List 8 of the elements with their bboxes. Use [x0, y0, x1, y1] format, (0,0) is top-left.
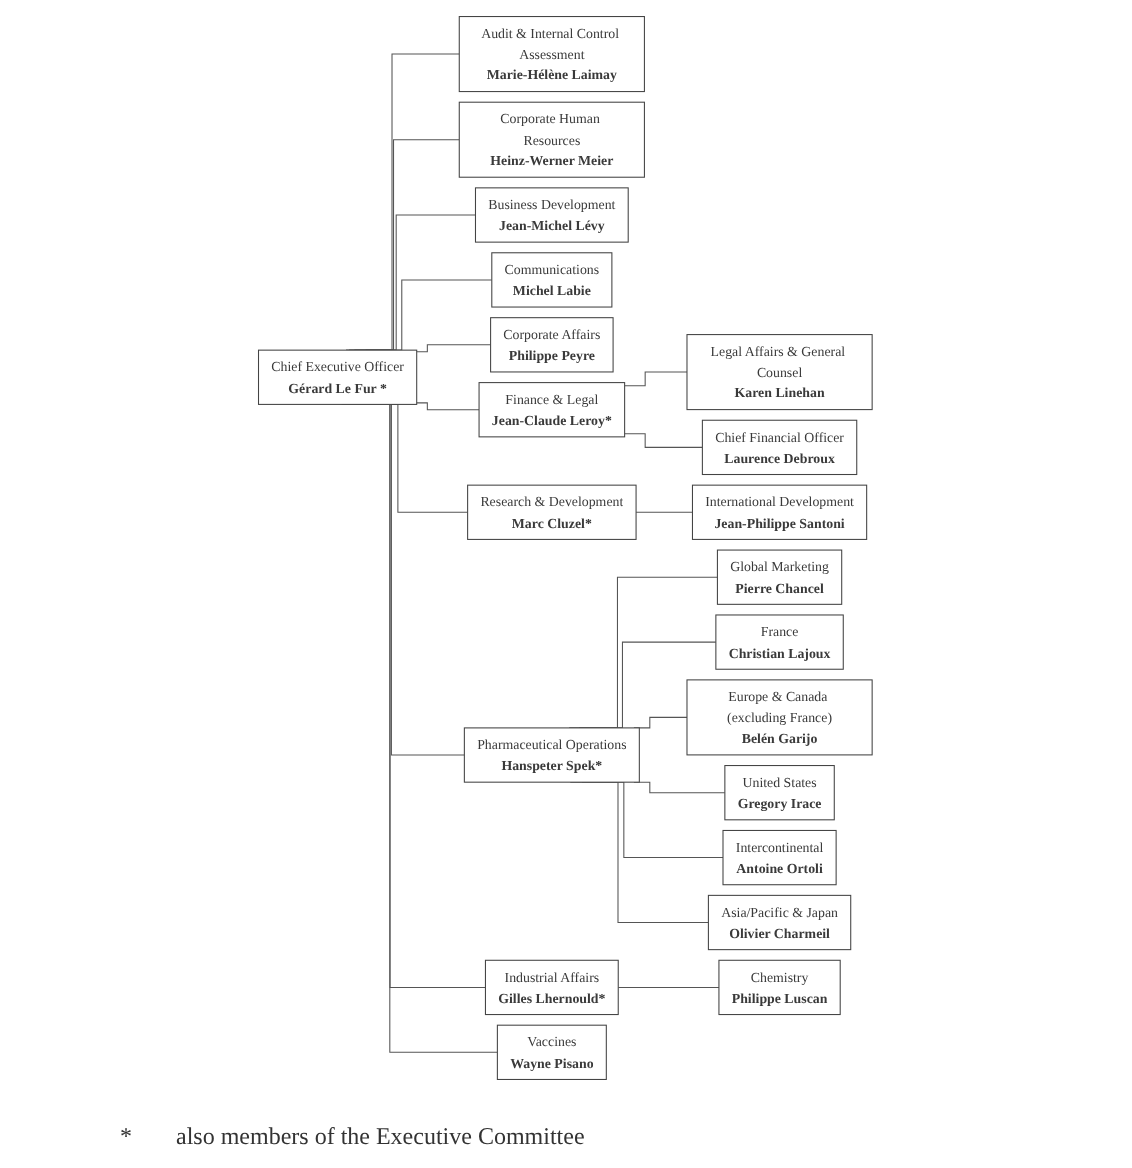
connector [416, 402, 481, 411]
connector [624, 371, 689, 387]
connector [636, 511, 694, 513]
footnote-symbol: * [120, 1122, 132, 1152]
footnote-text: also members of the Executive Committee [176, 1122, 585, 1152]
connector [416, 344, 492, 353]
connector [624, 433, 704, 448]
connector [618, 986, 721, 988]
